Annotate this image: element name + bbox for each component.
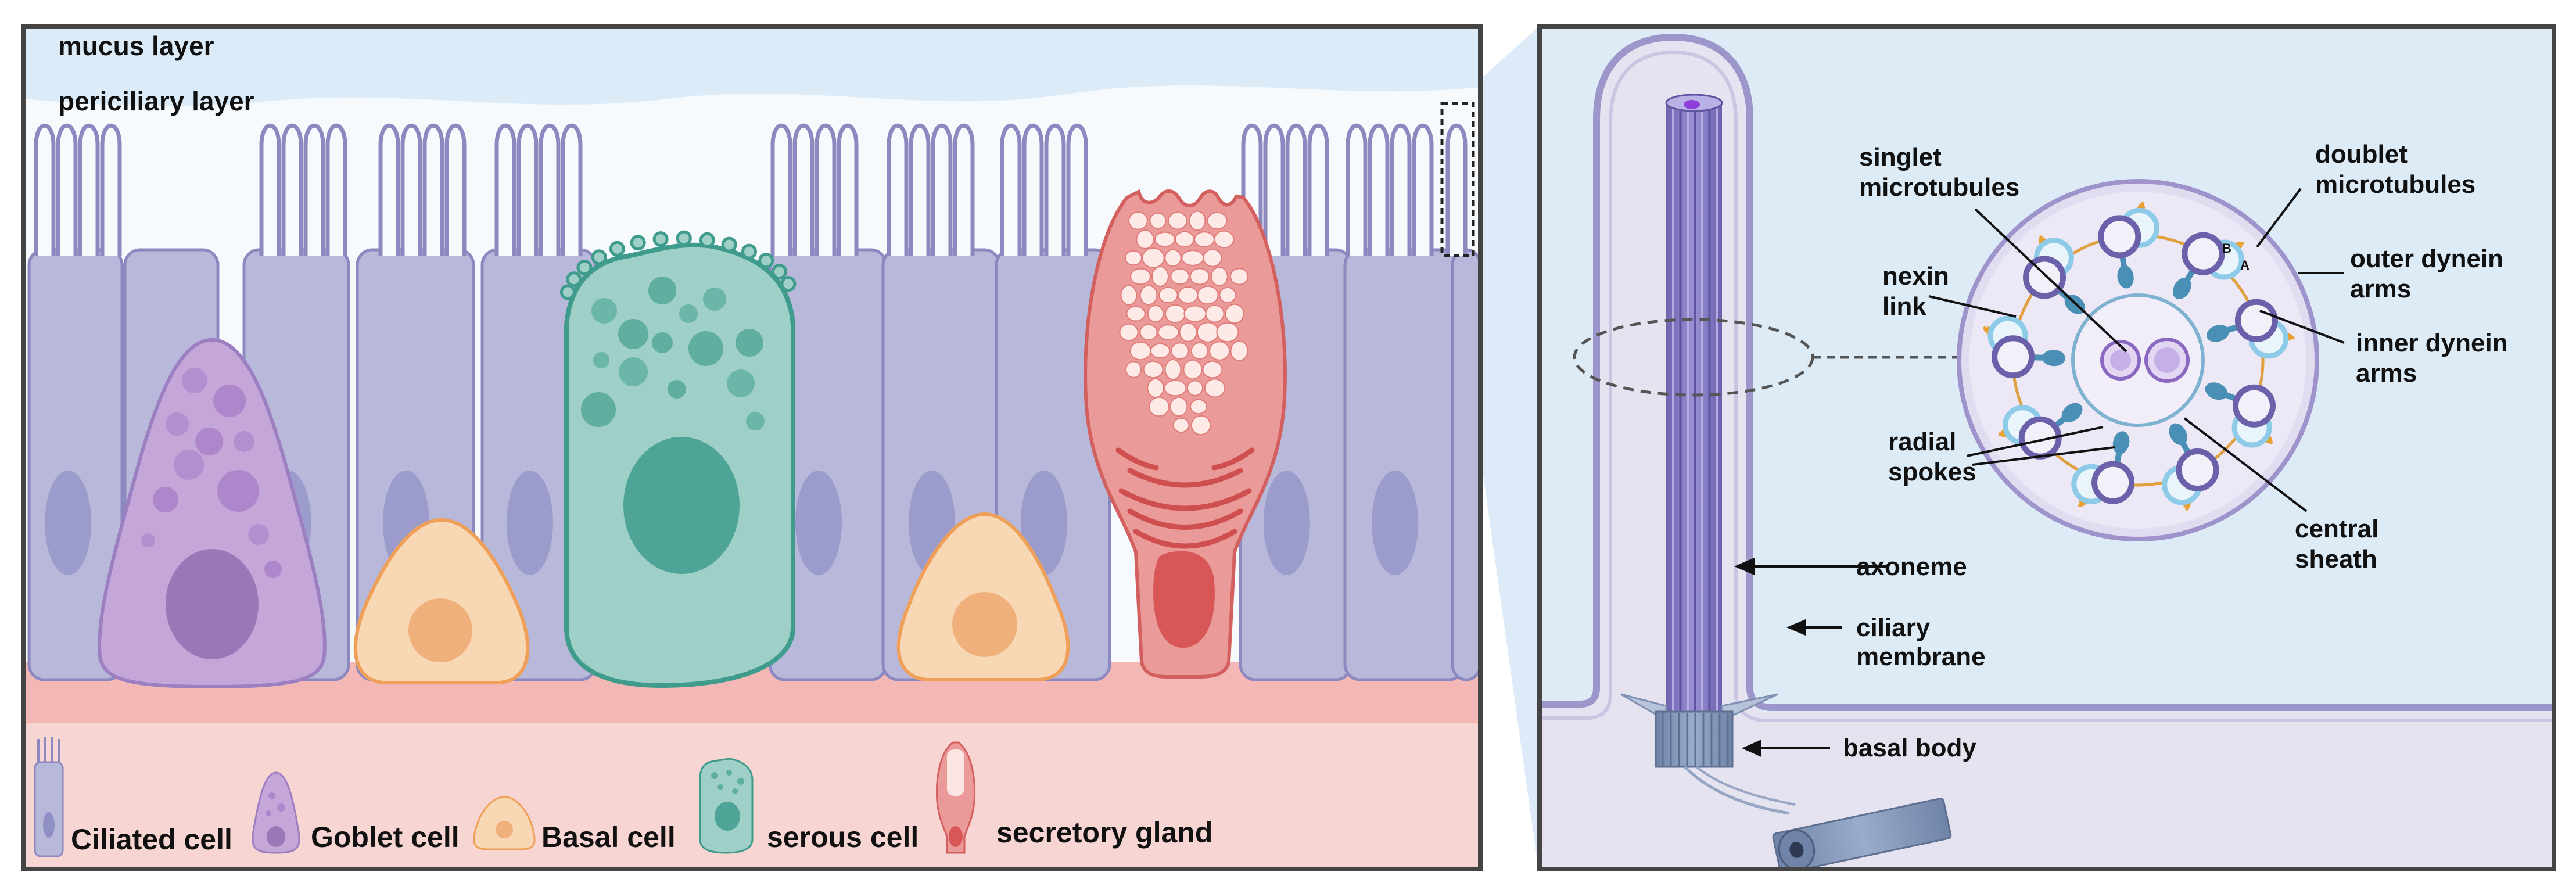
- legend-basal-label: Basal cell: [541, 821, 676, 853]
- cilia: [34, 124, 1468, 256]
- periciliary-layer-label: periciliary layer: [58, 86, 254, 116]
- singlet-microtubules: [2100, 338, 2190, 383]
- ciliated-cell: [1451, 248, 1480, 681]
- tubule-a-label: A: [2240, 258, 2249, 272]
- legend-serous-label: serous cell: [767, 821, 919, 853]
- axoneme-cross-section: A B: [1957, 179, 2319, 541]
- ciliated-cell-icon: [34, 737, 64, 857]
- cilium-frame: [1537, 24, 2556, 871]
- epithelium-panel: [23, 27, 1480, 869]
- ciliated-cell: [27, 248, 124, 681]
- serous-cell-icon: [699, 758, 754, 854]
- cell-cytoplasm: [1540, 36, 2554, 869]
- epithelium-frame: [21, 24, 1483, 871]
- goblet-cell: [98, 338, 327, 689]
- legend-ciliated-label: Ciliated cell: [71, 823, 232, 856]
- tubule-b-label: B: [2222, 241, 2231, 256]
- basal-cell-icon: [473, 796, 536, 850]
- mucus-layer: [23, 27, 1480, 106]
- serous-cell: [559, 230, 797, 688]
- axoneme: [1665, 94, 1723, 717]
- mucus-layer-label: mucus layer: [58, 31, 214, 61]
- zoom-box: [1440, 102, 1475, 257]
- basal-cell: [353, 518, 530, 684]
- legend-gland-label: secretory gland: [996, 816, 1212, 849]
- axoneme-label: axoneme: [1856, 552, 1967, 581]
- basal-cell: [896, 512, 1070, 681]
- ciliary-membrane-outline: [1540, 33, 2554, 711]
- annotation-arrows: [1734, 188, 2345, 758]
- basal-body: [1620, 693, 1952, 869]
- secretory-gland-icon: [935, 741, 976, 854]
- legend-goblet-label: Goblet cell: [311, 821, 460, 853]
- secretory-gland: [1084, 189, 1287, 679]
- basal-body-label: basal body: [1843, 734, 1976, 762]
- ciliated-cell: [1343, 248, 1466, 681]
- goblet-cell-icon: [252, 771, 300, 854]
